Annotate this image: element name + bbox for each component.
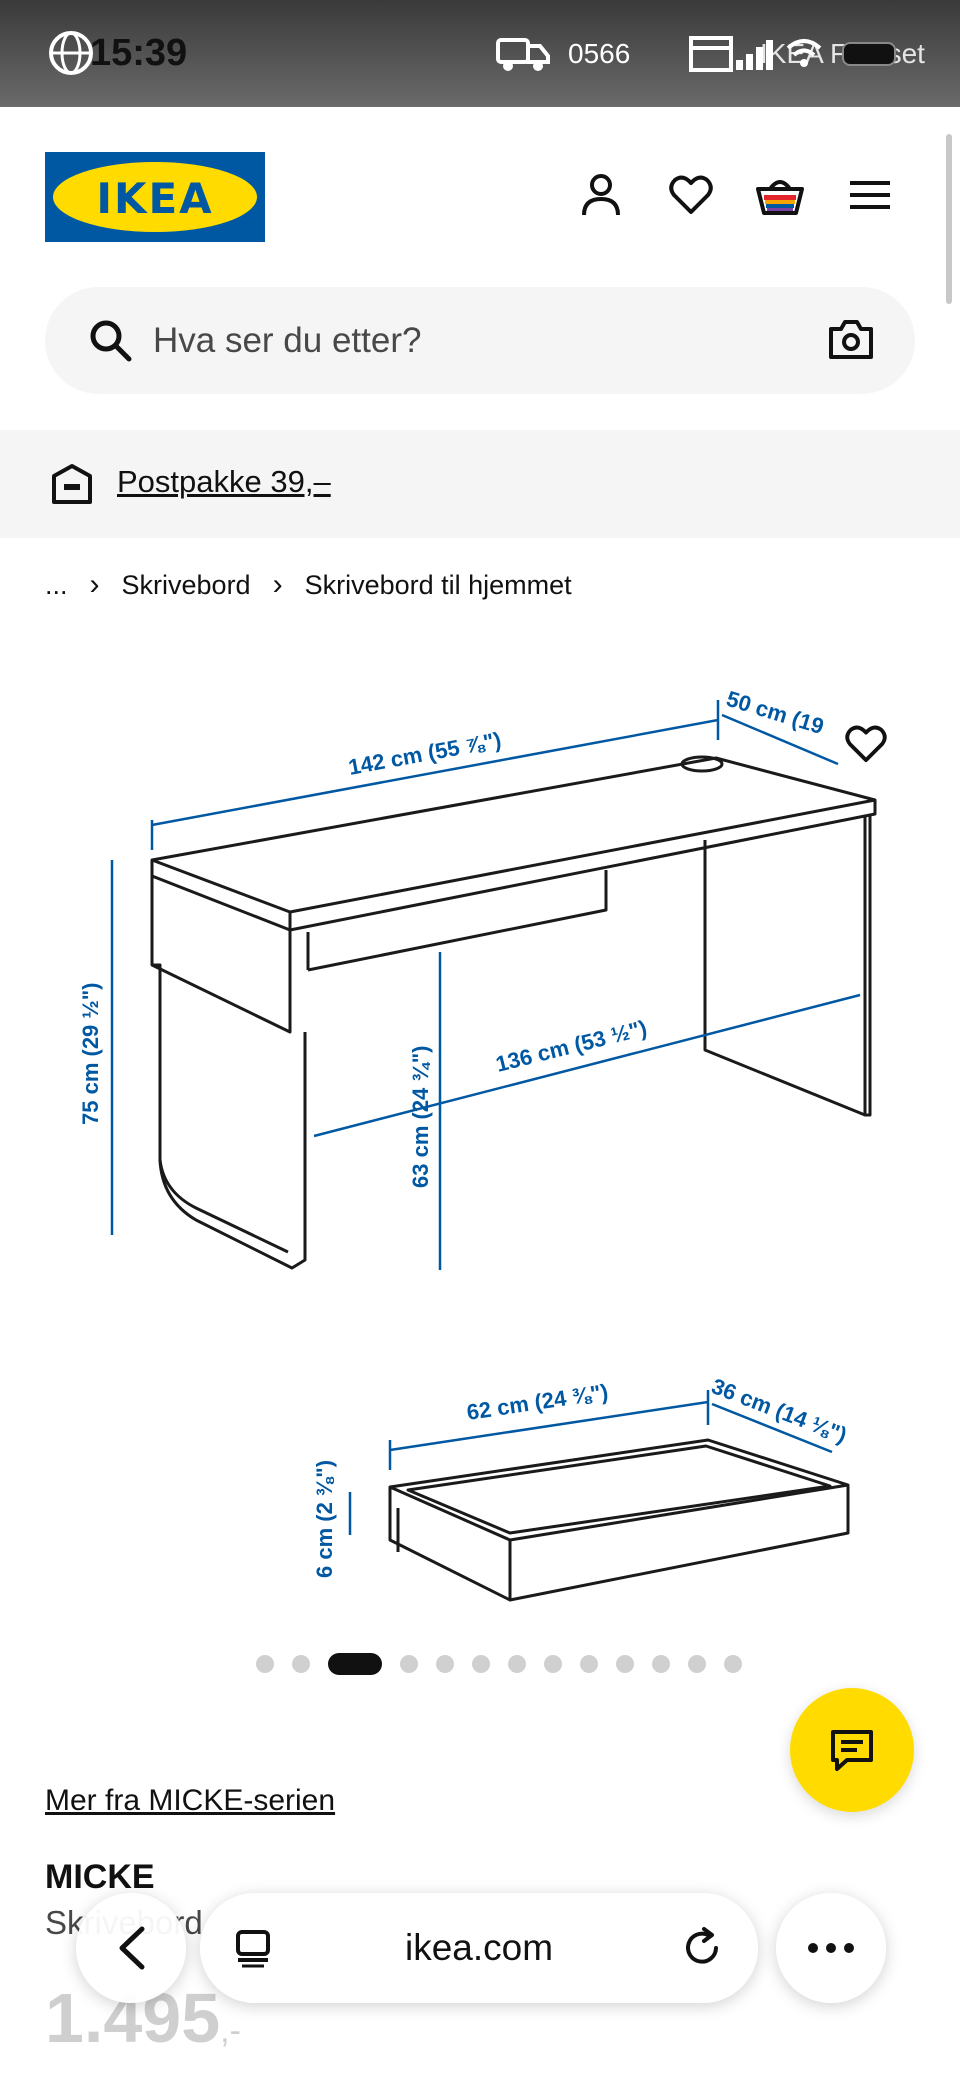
breadcrumb-item[interactable]: Skrivebord til hjemmet xyxy=(304,569,572,600)
reload-icon[interactable] xyxy=(680,1926,724,1970)
ikea-logo[interactable]: IKEA xyxy=(45,152,265,242)
carousel-dot[interactable] xyxy=(724,1655,742,1673)
carousel-dot[interactable] xyxy=(292,1655,310,1673)
carousel-dot[interactable] xyxy=(508,1655,526,1673)
search-input[interactable]: Hva ser du etter? xyxy=(153,321,422,360)
ellipsis-icon xyxy=(808,1943,854,1953)
promo-link[interactable]: Postpakke 39,– xyxy=(117,464,331,499)
heart-icon[interactable] xyxy=(666,170,716,220)
status-carrier-code: 0566 xyxy=(568,38,631,69)
product-name: MICKE xyxy=(45,1858,155,1896)
series-link[interactable]: Mer fra MICKE-serien xyxy=(45,1784,336,1817)
desk-dimension-lines xyxy=(110,700,861,1270)
price-suffix: ,- xyxy=(220,2012,241,2050)
chevron-left-icon xyxy=(119,1926,145,1970)
dim-desk-width: 142 cm (55 ⅞") xyxy=(346,727,503,780)
wifi-icon xyxy=(786,39,822,67)
breadcrumb: ... › Skrivebord › Skrivebord til hjemme… xyxy=(45,568,572,602)
carousel-indicator[interactable] xyxy=(0,1653,960,1675)
more-options-button[interactable] xyxy=(776,1893,886,2003)
tabs-icon[interactable] xyxy=(234,1928,274,1968)
favourite-heart-icon[interactable] xyxy=(845,725,895,775)
carousel-dot[interactable] xyxy=(256,1655,274,1673)
dim-desk-clearance-width: 136 cm (53 ½") xyxy=(493,1015,649,1077)
carousel-dot[interactable] xyxy=(472,1655,490,1673)
carousel-dot[interactable] xyxy=(688,1655,706,1673)
dim-drawer-width: 62 cm (24 ⅜") xyxy=(465,1379,610,1425)
carousel-dot[interactable] xyxy=(436,1655,454,1673)
dim-desk-clearance-height: 63 cm (24 ¾") xyxy=(408,1045,433,1188)
drawer-drawing xyxy=(388,1438,850,1602)
logo-text: IKEA xyxy=(96,174,214,223)
search-bar[interactable]: Hva ser du etter? xyxy=(45,287,915,394)
store-icon xyxy=(689,36,733,72)
back-button[interactable] xyxy=(76,1893,186,2003)
battery-icon xyxy=(842,42,896,66)
chevron-right-icon: › xyxy=(272,568,283,601)
truck-icon xyxy=(496,38,550,71)
search-icon xyxy=(90,320,132,362)
chat-icon xyxy=(831,1730,873,1771)
chevron-right-icon: › xyxy=(89,568,100,601)
dim-drawer-height: 6 cm (2 ⅜") xyxy=(312,1460,337,1578)
desk-drawing xyxy=(150,755,877,1270)
breadcrumb-item[interactable]: Skrivebord xyxy=(121,569,251,600)
basket-icon[interactable] xyxy=(755,170,805,220)
menu-icon[interactable] xyxy=(845,170,895,220)
breadcrumb-ellipsis[interactable]: ... xyxy=(45,569,68,600)
desk-dimension-labels: 142 cm (55 ⅞") 50 cm (19 75 cm (29 ½") 6… xyxy=(78,686,827,1188)
dim-desk-height: 75 cm (29 ½") xyxy=(78,982,103,1125)
chat-button[interactable] xyxy=(790,1688,914,1812)
dim-desk-depth: 50 cm (19 xyxy=(724,686,827,739)
package-icon xyxy=(52,464,92,504)
signal-icon xyxy=(736,40,773,70)
status-bar: 15:39 0566 IKEA Furuset xyxy=(0,0,960,107)
drawer-dimension-lines xyxy=(348,1390,833,1535)
page-scrollbar[interactable] xyxy=(946,134,952,304)
carousel-dot[interactable] xyxy=(400,1655,418,1673)
carousel-dot[interactable] xyxy=(544,1655,562,1673)
carousel-dot[interactable] xyxy=(652,1655,670,1673)
globe-icon xyxy=(49,31,93,75)
status-time: 15:39 xyxy=(90,32,188,74)
camera-icon[interactable] xyxy=(827,317,875,361)
carousel-dot[interactable] xyxy=(616,1655,634,1673)
account-icon[interactable] xyxy=(576,170,626,220)
address-bar[interactable]: ikea.com xyxy=(200,1893,758,2003)
carousel-dot[interactable] xyxy=(328,1653,382,1675)
product-image[interactable]: 142 cm (55 ⅞") 50 cm (19 75 cm (29 ½") 6… xyxy=(0,640,960,1630)
promo-banner: Postpakke 39,– xyxy=(0,430,960,538)
url-text[interactable]: ikea.com xyxy=(404,1927,554,1968)
carousel-dot[interactable] xyxy=(580,1655,598,1673)
